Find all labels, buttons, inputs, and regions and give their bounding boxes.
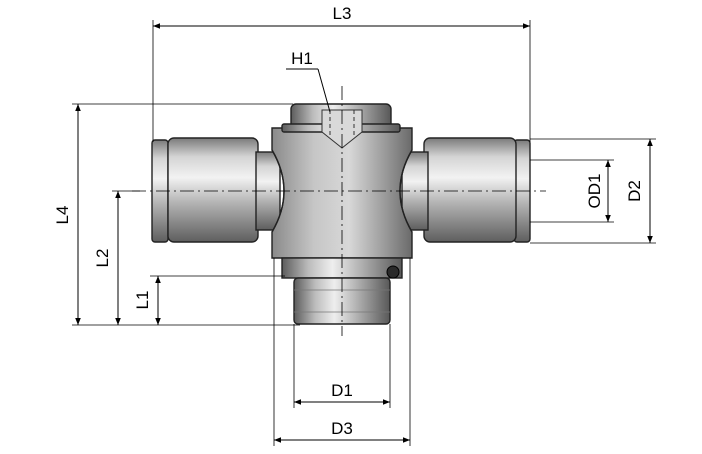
o-ring (386, 265, 400, 279)
dimension-L1: L1 (133, 275, 285, 325)
dimension-D2: D2 (530, 138, 656, 244)
dimension-OD1: OD1 (530, 159, 614, 223)
label-L3: L3 (333, 4, 352, 23)
dimension-L4: L4 (53, 103, 300, 326)
dimension-L2: L2 (93, 190, 140, 325)
right-tube-body (423, 137, 517, 243)
label-D3: D3 (331, 419, 353, 438)
label-L2: L2 (93, 249, 112, 268)
label-D1: D1 (331, 381, 353, 400)
label-L4: L4 (53, 206, 72, 225)
dimension-D3: D3 (273, 258, 411, 446)
label-D2: D2 (625, 180, 644, 202)
left-tube-body (167, 137, 259, 243)
center-lines (132, 86, 546, 336)
dimension-D1: D1 (293, 324, 391, 408)
label-H1: H1 (291, 49, 313, 68)
label-OD1: OD1 (585, 174, 604, 209)
dimension-H1: H1 (286, 49, 331, 113)
dimension-L3: L3 (152, 4, 531, 142)
fitting-part (151, 103, 531, 325)
dimensions: L3 H1 L4 L2 L1 (53, 4, 656, 446)
label-L1: L1 (133, 291, 152, 310)
